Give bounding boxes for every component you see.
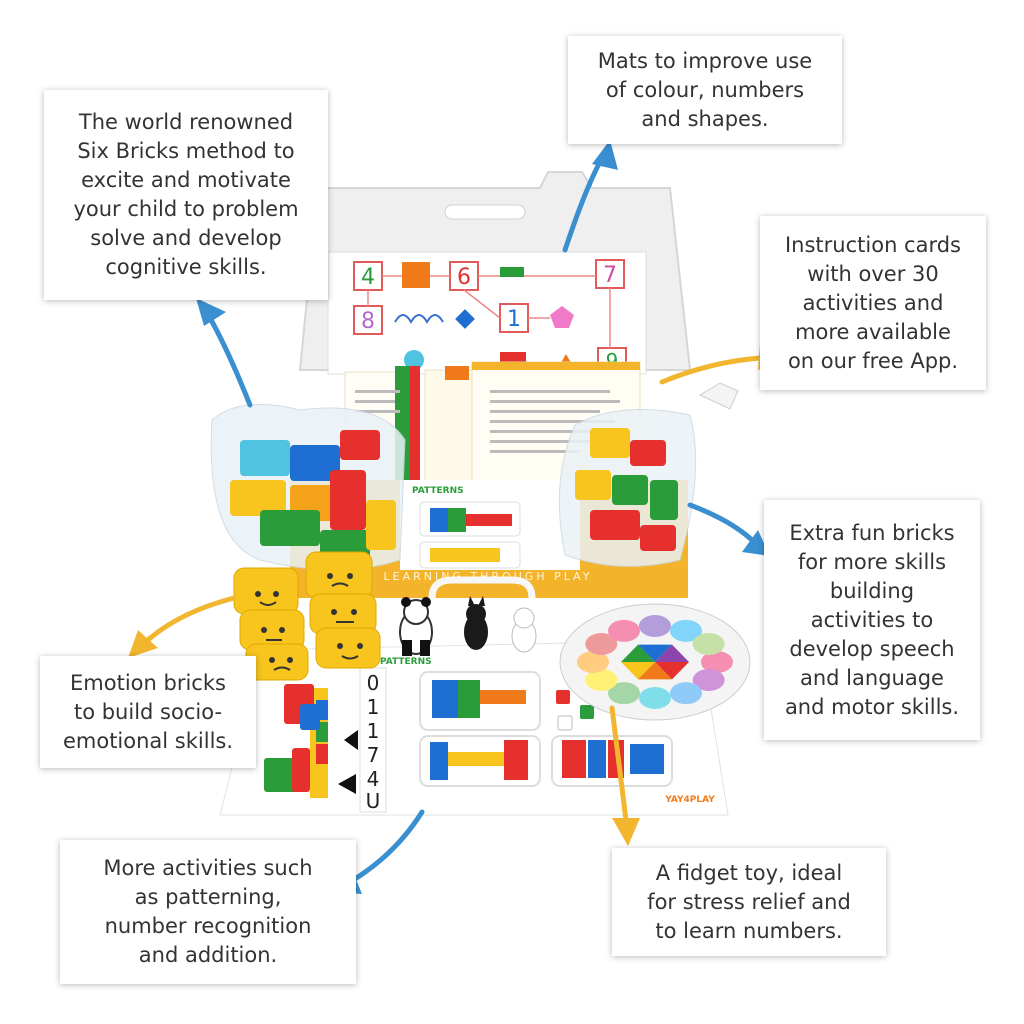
fidget-bubble xyxy=(639,615,671,637)
fidget-center-segment xyxy=(655,662,689,680)
shapes-numbers-mat: 4 6 7 8 1 9 xyxy=(327,251,647,375)
six-bricks-bag xyxy=(210,403,406,571)
mat-number-6: 6 xyxy=(457,265,471,290)
patterns-label-bottom: PATTERNS xyxy=(380,657,432,667)
fidget-center-segment xyxy=(621,662,655,680)
callout-six-bricks: The world renowned Six Bricks method to … xyxy=(44,90,328,300)
callout-fidget-toy-text: A fidget toy, ideal for stress relief an… xyxy=(647,860,851,943)
callout-instruction-cards: Instruction cards with over 30 activitie… xyxy=(760,216,986,390)
fidget-bubble xyxy=(692,669,725,691)
fidget-bubble xyxy=(670,682,702,705)
fidget-center-segment xyxy=(638,644,672,662)
fidget-bubble xyxy=(639,687,671,709)
strip-glyph-3: 1 xyxy=(367,719,380,743)
fidget-bubble xyxy=(577,651,609,673)
fidget-bubble xyxy=(585,669,618,691)
fidget-center-segment xyxy=(655,644,689,662)
strip-glyph-4: 7 xyxy=(367,743,380,767)
callout-more-activities-text: More activities such as patterning, numb… xyxy=(103,856,313,967)
fidget-bubble xyxy=(670,619,702,642)
strip-glyph-2: 1 xyxy=(367,695,380,719)
fidget-bubble xyxy=(608,619,640,642)
fidget-center-segment xyxy=(621,644,655,662)
strip-glyph-6: U xyxy=(366,789,381,813)
callout-mats-text: Mats to improve use of colour, numbers a… xyxy=(597,48,813,131)
fidget-center-segment xyxy=(638,662,672,680)
callout-mats: Mats to improve use of colour, numbers a… xyxy=(568,36,842,144)
fidget-toy xyxy=(559,603,751,721)
strip-glyph-1: 0 xyxy=(367,671,380,695)
callout-emotion-bricks-text: Emotion bricks to build socio- emotional… xyxy=(62,670,234,753)
patterns-label-top: PATTERNS xyxy=(412,486,464,496)
animal-figures xyxy=(399,596,537,656)
mat-number-4: 4 xyxy=(361,265,375,290)
fidget-bubble xyxy=(692,633,725,655)
fidget-bubble xyxy=(585,633,618,655)
callout-extra-bricks-text: Extra fun bricks for more skills buildin… xyxy=(784,520,960,719)
callout-instruction-cards-text: Instruction cards with over 30 activitie… xyxy=(784,232,962,373)
callout-six-bricks-text: The world renowned Six Bricks method to … xyxy=(73,110,299,279)
callout-emotion-bricks: Emotion bricks to build socio- emotional… xyxy=(40,656,256,768)
extra-bricks-bag xyxy=(558,382,739,567)
brand-logo: YAY4PLAY xyxy=(664,795,715,805)
callout-fidget-toy: A fidget toy, ideal for stress relief an… xyxy=(612,848,886,956)
mat-number-8: 8 xyxy=(361,309,375,334)
fidget-bubble xyxy=(701,651,733,673)
mat-number-1: 1 xyxy=(507,307,521,332)
emotion-bricks xyxy=(233,551,381,681)
fidget-bubble xyxy=(608,682,640,705)
mat-number-7: 7 xyxy=(603,263,617,288)
callout-extra-bricks: Extra fun bricks for more skills buildin… xyxy=(764,500,980,740)
patterns-mat: PATTERNS 0 1 1 7 4 U YAY4PLAY xyxy=(219,639,729,816)
strip-glyph-5: 4 xyxy=(367,767,380,791)
callout-more-activities: More activities such as patterning, numb… xyxy=(60,840,356,984)
